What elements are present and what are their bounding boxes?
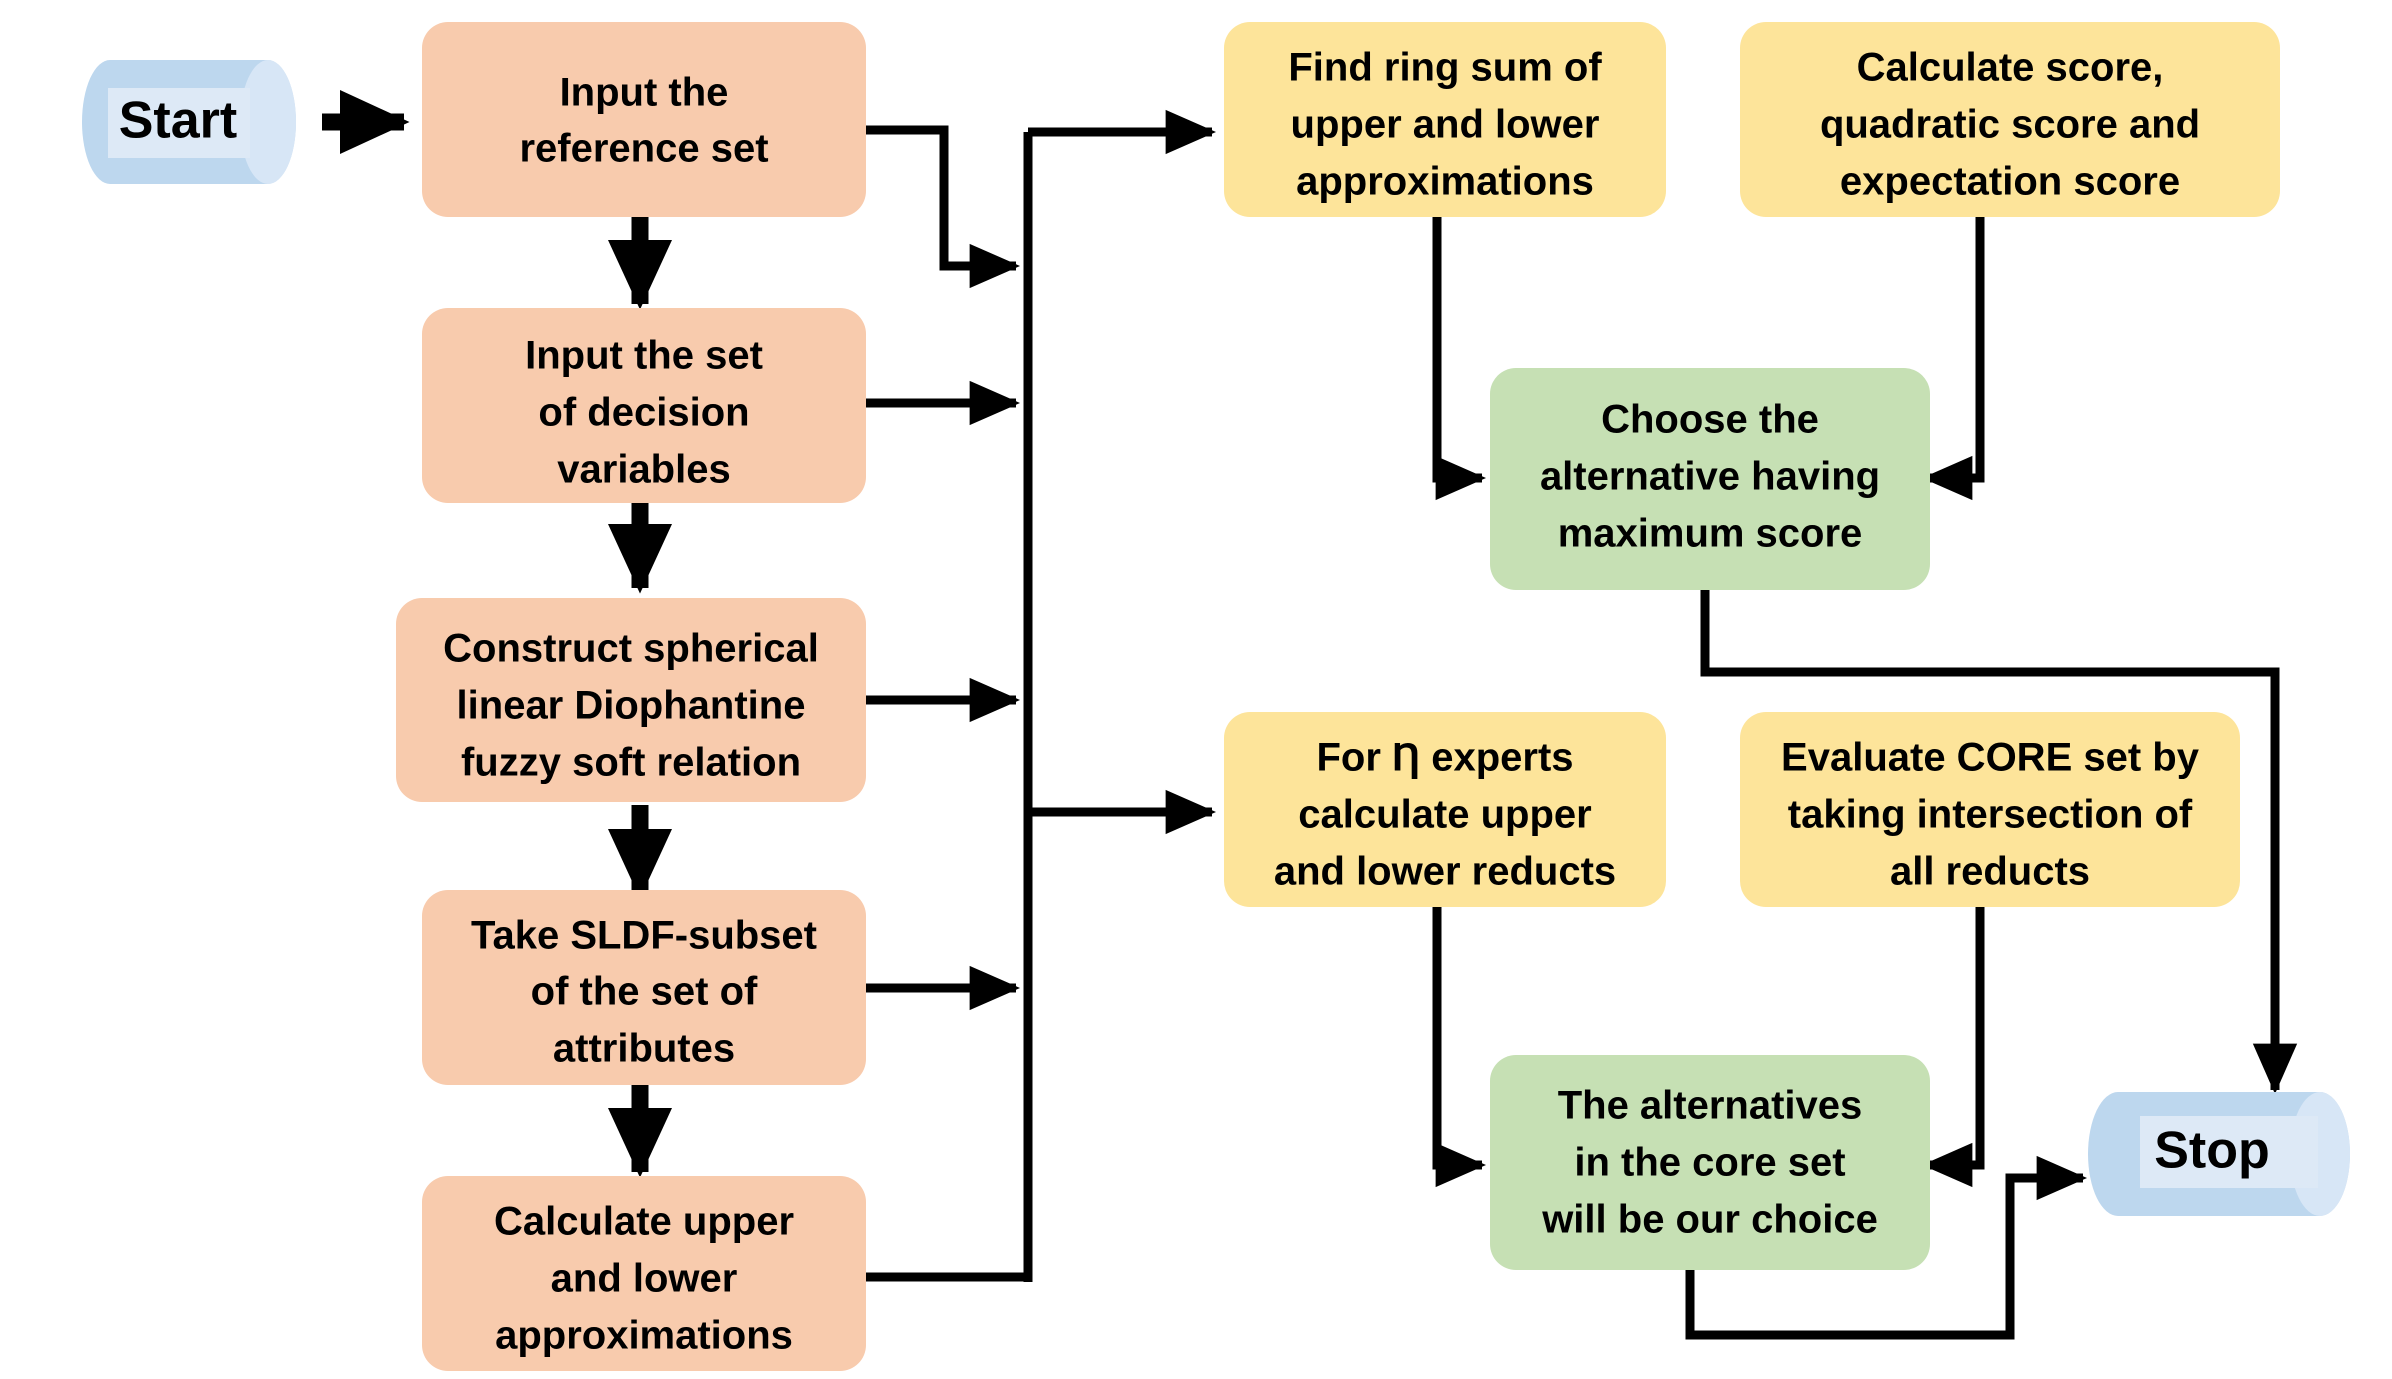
edge-choose-max-score-to-stop bbox=[1700, 590, 2298, 1095]
node-calculate-approximations[interactable]: Calculate upper and lower approximations bbox=[422, 1176, 866, 1371]
construct-relation-line1: Construct spherical bbox=[443, 627, 819, 671]
input-decision-variables-shape bbox=[422, 308, 866, 503]
find-ring-sum-line1: Find ring sum of bbox=[1288, 46, 1602, 90]
input-reference-set-line2: reference set bbox=[519, 127, 768, 171]
choose-max-score-line3: maximum score bbox=[1558, 512, 1863, 556]
choose-max-score-shape bbox=[1490, 368, 1930, 590]
calculate-approximations-line1: Calculate upper bbox=[494, 1200, 794, 1244]
alternatives-core-set-line3: will be our choice bbox=[1541, 1198, 1878, 1242]
calculate-scores-line1: Calculate score, bbox=[1857, 46, 2164, 90]
node-alternatives-core-set[interactable]: The alternatives in the core set will be… bbox=[1490, 1055, 1930, 1270]
node-take-sldf-subset[interactable]: Take SLDF-subset of the set of attribute… bbox=[422, 890, 866, 1085]
edge-evaluate-core-set-to-alternatives-core-set bbox=[1921, 905, 1985, 1188]
node-input-decision-variables[interactable]: Input the set of decision variables bbox=[422, 308, 866, 503]
edge-calculate-scores-to-choose-max-score bbox=[1921, 216, 1985, 501]
stop-inner-rect bbox=[2140, 1116, 2318, 1188]
alternatives-core-set-shape bbox=[1490, 1055, 1930, 1270]
construct-relation-line2: linear Diophantine bbox=[457, 684, 806, 728]
alternatives-core-set-line2: in the core set bbox=[1574, 1141, 1845, 1185]
node-start[interactable]: Start bbox=[82, 60, 296, 184]
stop-label: Stop bbox=[2154, 1122, 2270, 1180]
edge-for-n-experts-to-alternatives-core-set bbox=[1432, 905, 1487, 1188]
node-stop[interactable]: Stop bbox=[2088, 1092, 2350, 1216]
construct-relation-line3: fuzzy soft relation bbox=[461, 741, 801, 785]
evaluate-core-set-line1: Evaluate CORE set by bbox=[1781, 736, 2200, 780]
for-n-experts-line3: and lower reducts bbox=[1274, 850, 1616, 894]
edge-alternatives-core-set-to-stop bbox=[1685, 1155, 2088, 1340]
calculate-approximations-line2: and lower bbox=[551, 1257, 738, 1301]
input-decision-variables-line1: Input the set bbox=[525, 334, 763, 378]
for-n-experts-line2: calculate upper bbox=[1298, 793, 1591, 837]
start-label: Start bbox=[119, 92, 237, 150]
find-ring-sum-shape bbox=[1224, 22, 1666, 217]
alternatives-core-set-line1: The alternatives bbox=[1558, 1084, 1863, 1128]
take-sldf-subset-shape bbox=[422, 890, 866, 1085]
construct-relation-shape bbox=[396, 598, 866, 802]
evaluate-core-set-shape bbox=[1740, 712, 2240, 907]
for-n-experts-line1: For Ƞ experts bbox=[1316, 736, 1573, 780]
start-cylinder-cap bbox=[240, 60, 296, 184]
node-evaluate-core-set[interactable]: Evaluate CORE set by taking intersection… bbox=[1740, 712, 2240, 907]
calculate-approximations-line3: approximations bbox=[495, 1314, 793, 1358]
edge-input-reference-set-to-bus bbox=[866, 125, 1021, 289]
choose-max-score-line2: alternative having bbox=[1540, 455, 1880, 499]
evaluate-core-set-line3: all reducts bbox=[1890, 850, 2090, 894]
evaluate-core-set-line2: taking intersection of bbox=[1788, 793, 2193, 837]
input-decision-variables-line3: variables bbox=[557, 448, 730, 492]
node-find-ring-sum[interactable]: Find ring sum of upper and lower approxi… bbox=[1224, 22, 1666, 217]
input-reference-set-line1: Input the bbox=[560, 71, 729, 115]
edge-find-ring-sum-to-choose-max-score bbox=[1432, 216, 1487, 501]
take-sldf-subset-line3: attributes bbox=[553, 1027, 735, 1071]
take-sldf-subset-line2: of the set of bbox=[531, 970, 758, 1014]
node-construct-relation[interactable]: Construct spherical linear Diophantine f… bbox=[396, 598, 866, 802]
start-inner-rect bbox=[108, 88, 250, 158]
calculate-scores-shape bbox=[1740, 22, 2280, 217]
calculate-approximations-shape bbox=[422, 1176, 866, 1371]
input-reference-set-shape bbox=[422, 22, 866, 217]
for-n-experts-shape bbox=[1224, 712, 1666, 907]
take-sldf-subset-line1: Take SLDF-subset bbox=[471, 914, 817, 958]
input-decision-variables-line2: of decision bbox=[538, 391, 749, 435]
choose-max-score-line1: Choose the bbox=[1601, 398, 1819, 442]
edge-layer bbox=[322, 89, 2298, 1340]
calculate-scores-line2: quadratic score and bbox=[1820, 103, 2200, 147]
node-input-reference-set[interactable]: Input the reference set bbox=[422, 22, 866, 217]
find-ring-sum-line3: approximations bbox=[1296, 160, 1594, 204]
node-calculate-scores[interactable]: Calculate score, quadratic score and exp… bbox=[1740, 22, 2280, 217]
find-ring-sum-line2: upper and lower bbox=[1291, 103, 1600, 147]
node-for-n-experts[interactable]: For Ƞ experts calculate upper and lower … bbox=[1224, 712, 1666, 907]
node-choose-max-score[interactable]: Choose the alternative having maximum sc… bbox=[1490, 368, 1930, 590]
calculate-scores-line3: expectation score bbox=[1840, 160, 2180, 204]
